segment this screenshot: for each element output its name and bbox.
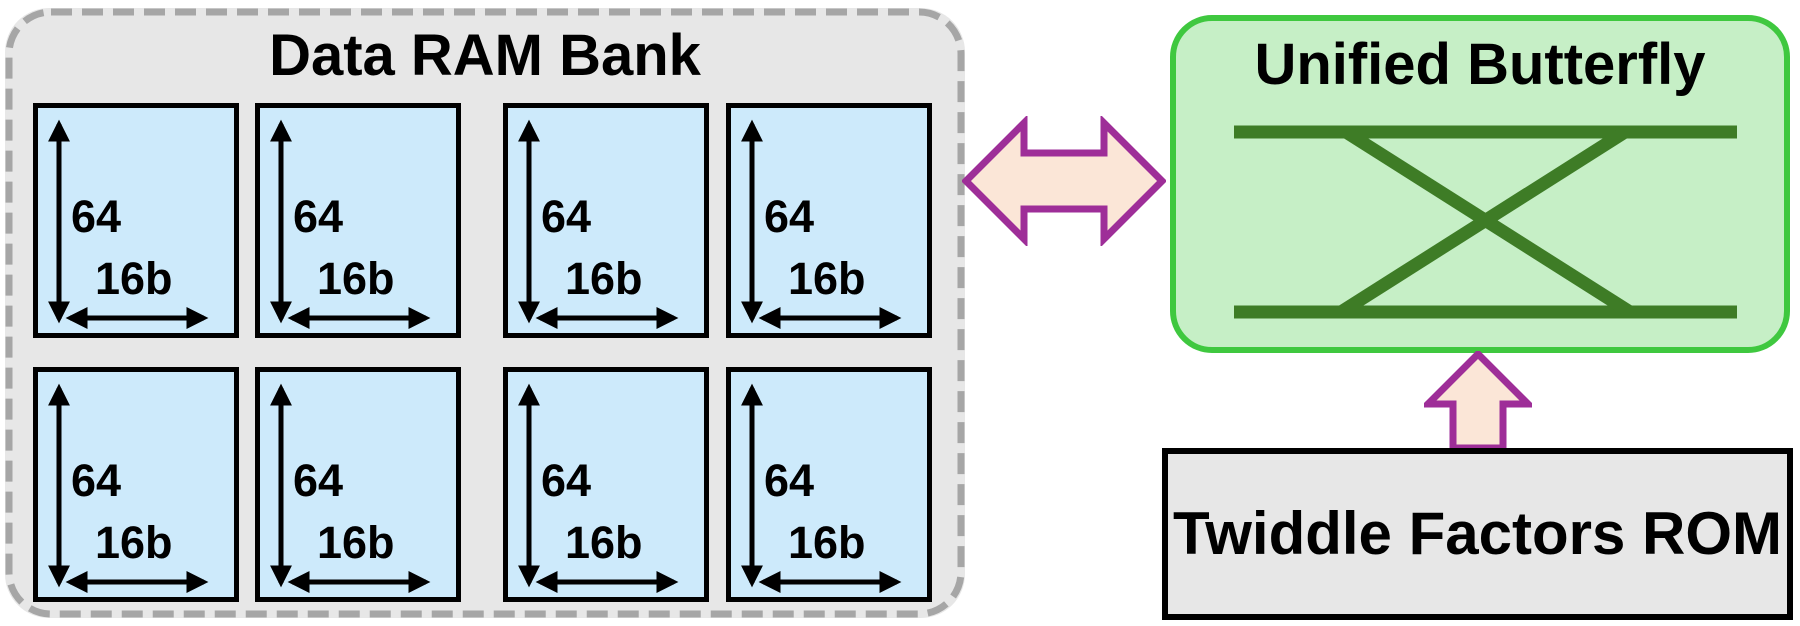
dimension-arrows-icon	[740, 383, 902, 594]
dimension-arrows-icon	[269, 383, 431, 594]
ram-depth-label: 64	[293, 455, 344, 506]
ram-width-label: 16b	[788, 253, 866, 304]
data-ram-bank-panel: Data RAM Bank 64 16b 64 16b 64 16b	[5, 8, 965, 618]
dimension-arrows-icon	[517, 119, 679, 330]
ram-width-label: 16b	[565, 517, 643, 568]
unified-butterfly-panel: Unified Butterfly	[1170, 15, 1790, 353]
ram-cell-5: 64 16b	[33, 367, 239, 602]
ram-depth-label: 64	[764, 191, 815, 242]
ram-width-label: 16b	[95, 253, 173, 304]
ram-cell-2: 64 16b	[255, 103, 461, 338]
ram-width-label: 16b	[788, 517, 866, 568]
dimension-arrows-icon	[740, 119, 902, 330]
dimension-arrows-icon	[47, 119, 209, 330]
dimension-arrows-icon	[269, 119, 431, 330]
dimension-arrows-icon	[517, 383, 679, 594]
ram-bank-title: Data RAM Bank	[269, 23, 701, 88]
ram-depth-label: 64	[71, 455, 122, 506]
ram-depth-label: 64	[541, 191, 592, 242]
twiddle-rom-panel: Twiddle Factors ROM	[1162, 448, 1793, 620]
ram-width-label: 16b	[95, 517, 173, 568]
up-arrow-icon	[1424, 351, 1532, 451]
bidirectional-arrow-icon	[962, 116, 1166, 246]
ram-cell-1: 64 16b	[33, 103, 239, 338]
butterfly-title: Unified Butterfly	[1254, 32, 1706, 97]
ram-cell-7: 64 16b	[503, 367, 709, 602]
dashed-border	[5, 8, 965, 618]
ram-cell-8: 64 16b	[726, 367, 932, 602]
ram-cell-3: 64 16b	[503, 103, 709, 338]
ram-depth-label: 64	[541, 455, 592, 506]
rom-title: Twiddle Factors ROM	[1173, 500, 1782, 567]
butterfly-network-icon	[1234, 125, 1737, 319]
ram-depth-label: 64	[293, 191, 344, 242]
ram-width-label: 16b	[317, 517, 395, 568]
ram-width-label: 16b	[565, 253, 643, 304]
ram-width-label: 16b	[317, 253, 395, 304]
ram-cell-6: 64 16b	[255, 367, 461, 602]
dimension-arrows-icon	[47, 383, 209, 594]
ram-depth-label: 64	[71, 191, 122, 242]
ram-cell-4: 64 16b	[726, 103, 932, 338]
ram-depth-label: 64	[764, 455, 815, 506]
